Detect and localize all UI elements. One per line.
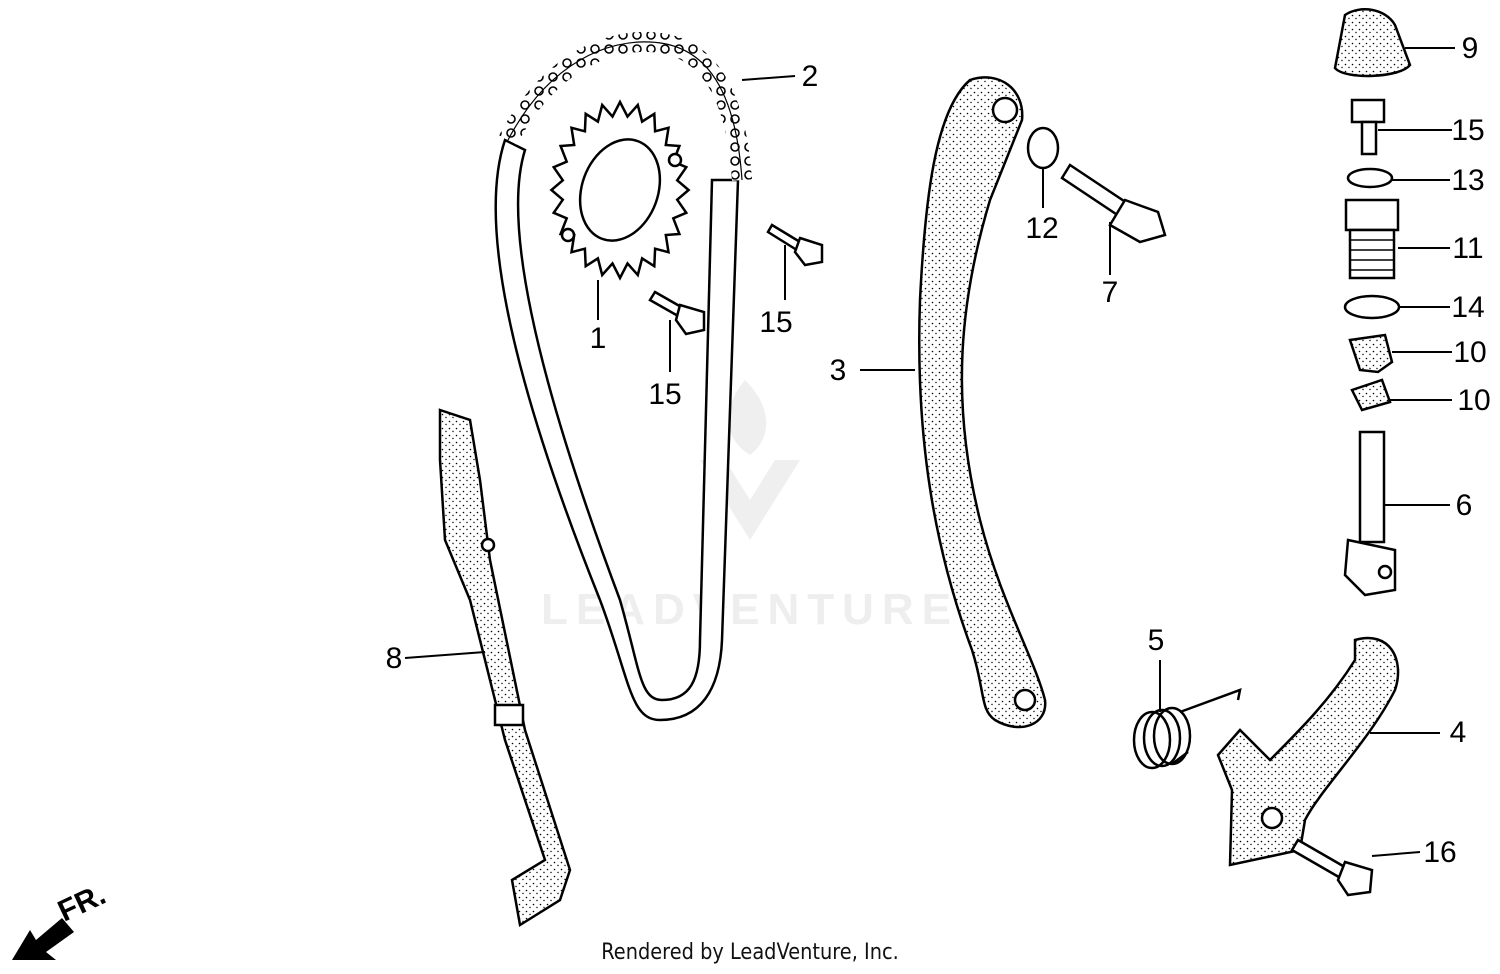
bolt-15-upper-right xyxy=(766,223,824,267)
callout-14: 14 xyxy=(1451,291,1484,324)
rubber-10-upper xyxy=(1348,333,1394,374)
callout-2: 2 xyxy=(802,60,819,93)
callouts: 1 2 3 4 5 6 7 8 9 10 10 11 12 13 14 15 1… xyxy=(386,32,1491,869)
push-rod-6 xyxy=(1343,430,1397,597)
callout-16: 16 xyxy=(1423,836,1456,869)
o-ring-14 xyxy=(1343,294,1401,320)
cap-9 xyxy=(1333,8,1412,78)
callout-15-right: 15 xyxy=(759,306,792,339)
washer-13 xyxy=(1346,167,1394,189)
callout-12: 12 xyxy=(1025,212,1058,245)
callout-15-center: 15 xyxy=(648,378,681,411)
cam-chain-tensioner-arm xyxy=(1216,636,1400,867)
callout-8: 8 xyxy=(386,642,403,675)
callout-13: 13 xyxy=(1451,164,1484,197)
bolt-15-stack xyxy=(1350,98,1386,156)
cam-chain-tensioner-slider xyxy=(917,76,1047,729)
callout-10-upper: 10 xyxy=(1453,336,1486,369)
callout-3: 3 xyxy=(830,354,847,387)
callout-15-stack: 15 xyxy=(1451,114,1484,147)
footer-credit: Rendered by LeadVenture, Inc. xyxy=(601,940,899,965)
tensioner-spring xyxy=(1132,688,1242,770)
bolt-16 xyxy=(1290,838,1374,897)
pivot-bolt xyxy=(1060,163,1167,244)
washer-12 xyxy=(1026,126,1060,170)
callout-9: 9 xyxy=(1462,32,1479,65)
sealing-bolt-11 xyxy=(1344,198,1400,280)
callout-10-lower: 10 xyxy=(1457,384,1490,417)
leader-lines xyxy=(404,47,1455,857)
cam-chain xyxy=(494,31,752,722)
callout-1: 1 xyxy=(590,322,607,355)
cam-sprocket xyxy=(549,99,691,281)
bolt-15-center xyxy=(648,290,706,336)
callout-11: 11 xyxy=(1452,232,1483,265)
callout-7: 7 xyxy=(1102,276,1119,309)
callout-4: 4 xyxy=(1450,716,1467,749)
callout-6: 6 xyxy=(1456,489,1473,522)
callout-5: 5 xyxy=(1148,624,1165,657)
cam-chain-guide-slider xyxy=(438,408,572,928)
rubber-10-lower xyxy=(1350,378,1392,412)
